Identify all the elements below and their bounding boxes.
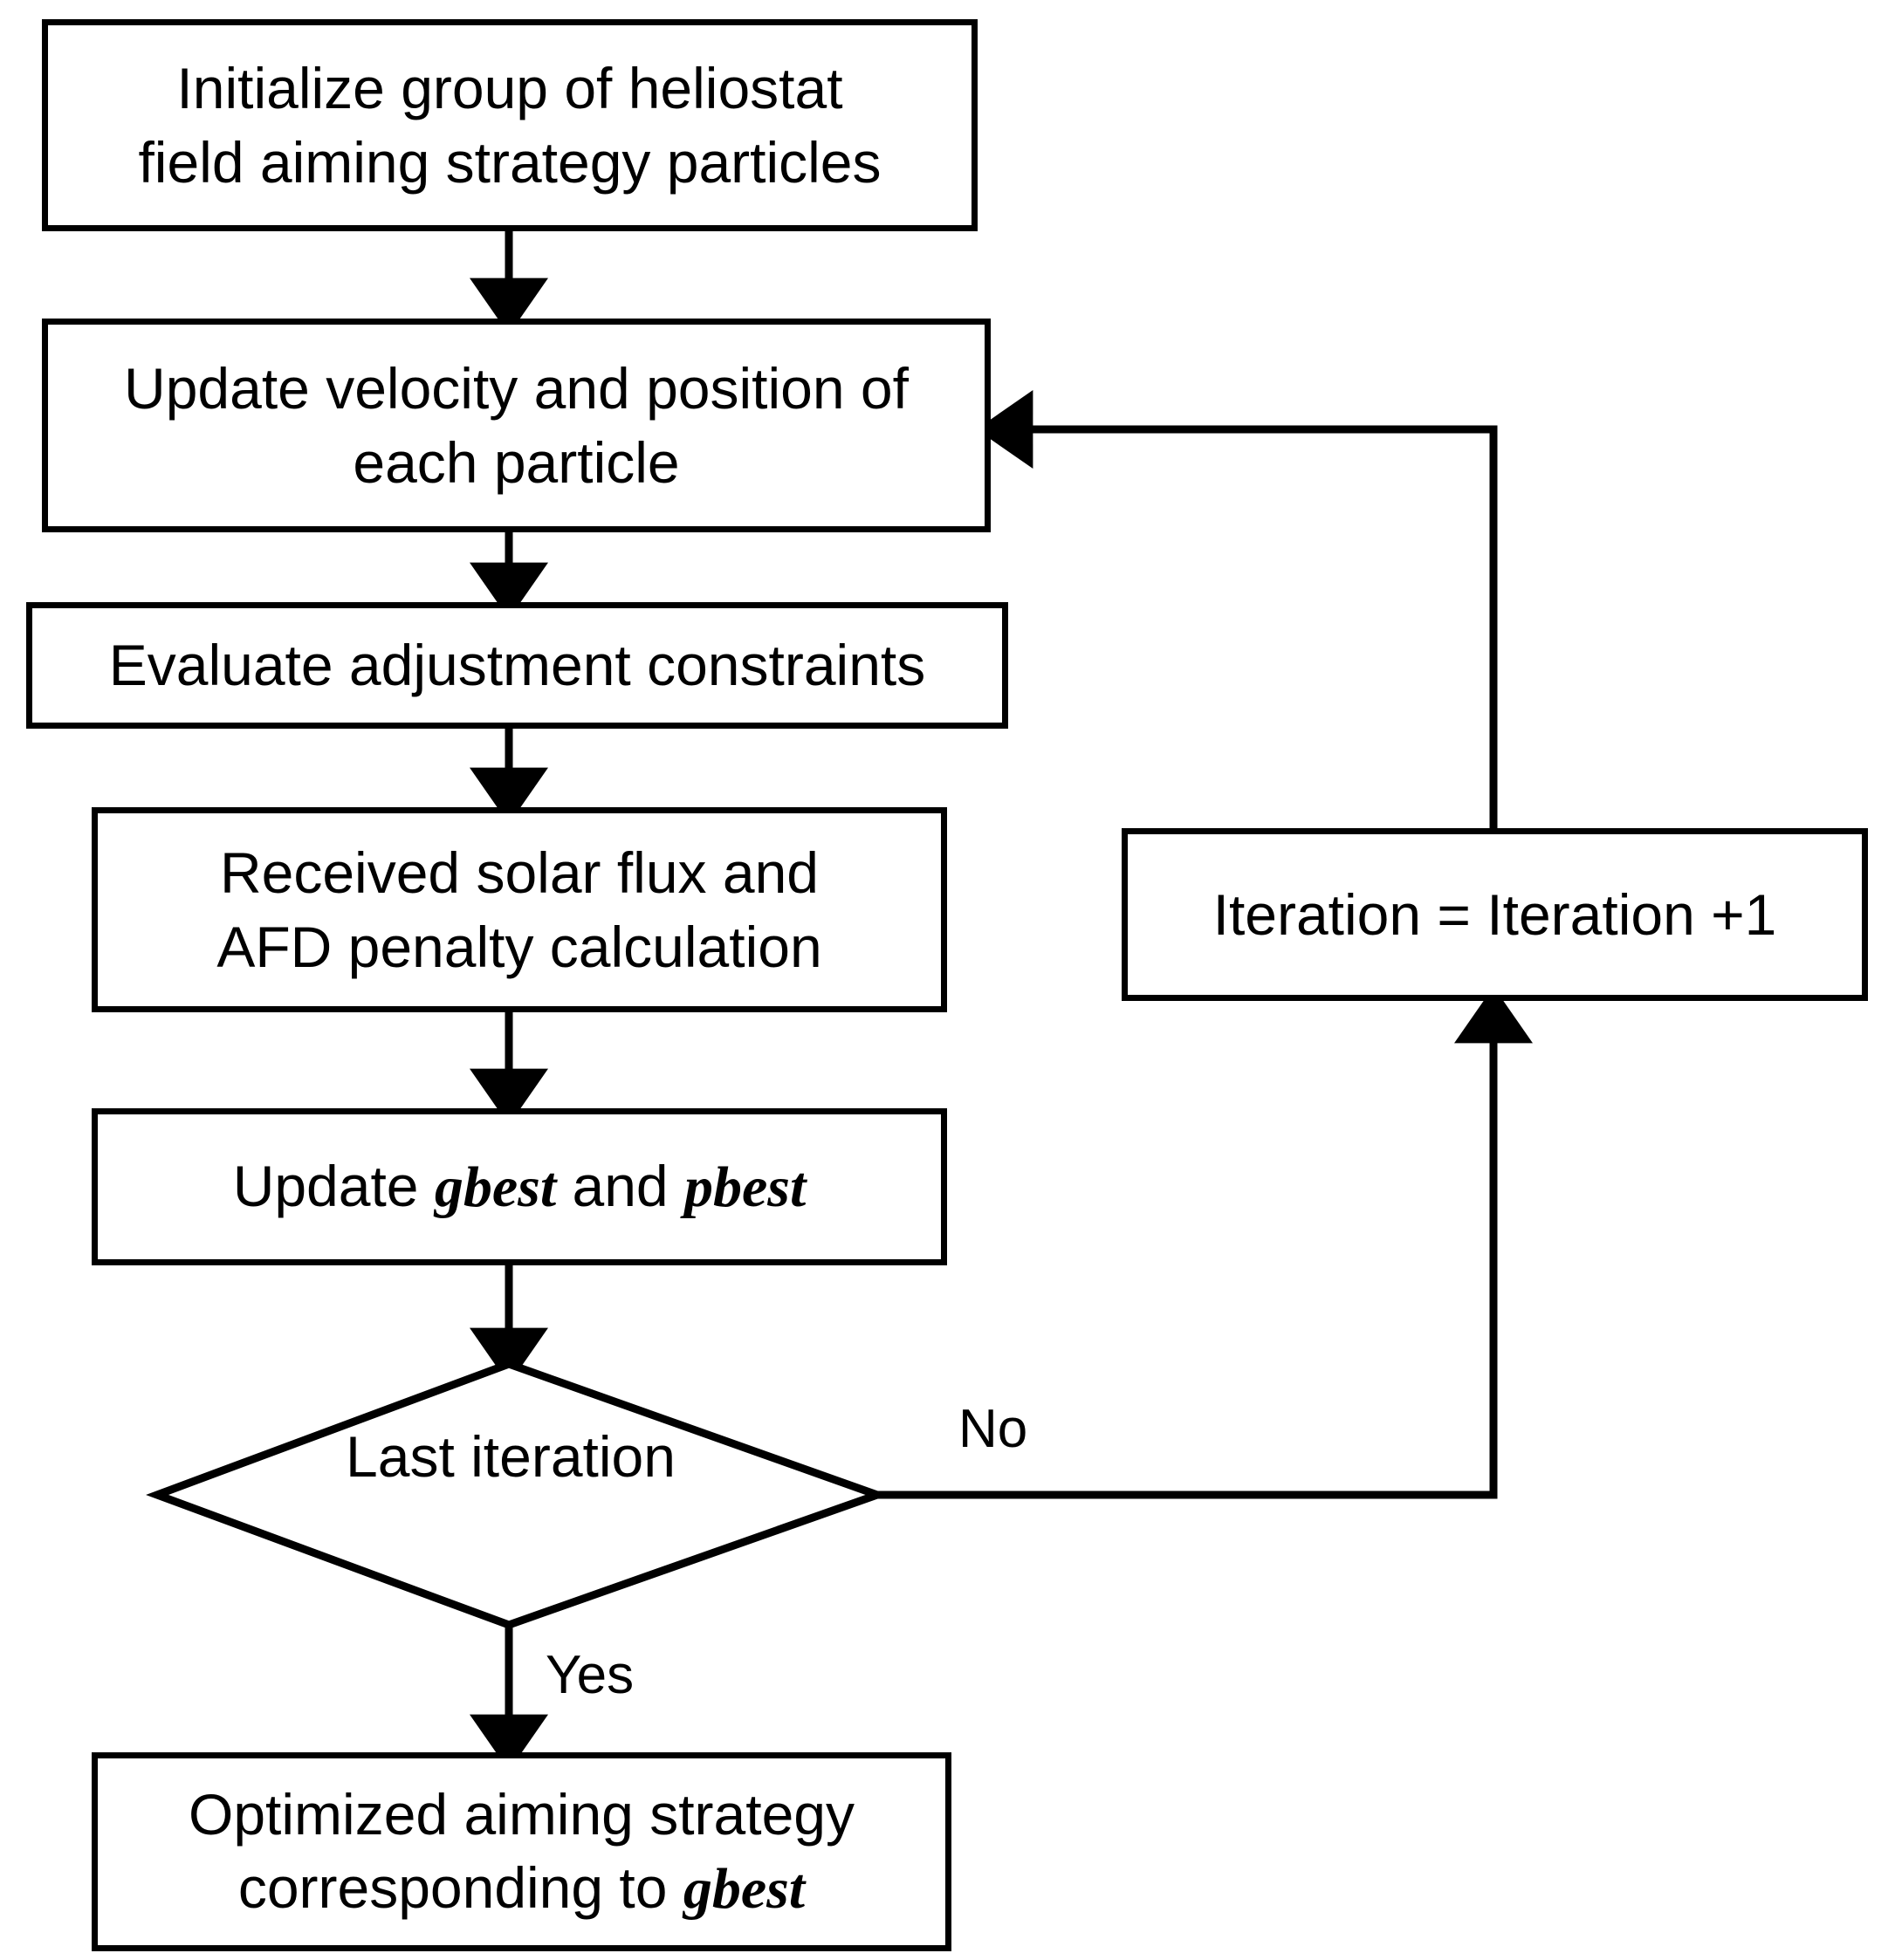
node-evaluate-constraints[interactable]: Evaluate adjustment constraints	[26, 602, 1008, 729]
node-update-velocity-line2: each particle	[353, 429, 680, 495]
node-update-best-middle: and	[556, 1153, 684, 1218]
node-decision-line1: Last	[346, 1424, 455, 1489]
node-result-gbest: gbest	[683, 1857, 806, 1921]
node-result[interactable]: Optimized aiming strategy corresponding …	[92, 1752, 951, 1951]
node-decision-line2: iteration	[470, 1424, 676, 1489]
node-update-best[interactable]: Update gbest and pbest	[92, 1108, 947, 1265]
edge-iteration-to-update-velocity	[976, 390, 1498, 828]
node-update-best-gbest: gbest	[434, 1155, 557, 1219]
node-evaluate-constraints-line1: Evaluate adjustment constraints	[108, 633, 926, 698]
node-flux-penalty[interactable]: Received solar flux and AFD penalty calc…	[92, 807, 947, 1012]
node-update-velocity[interactable]: Update velocity and position of each par…	[42, 319, 991, 532]
node-update-best-prefix: Update	[232, 1153, 435, 1218]
node-update-best-pbest: pbest	[683, 1155, 807, 1219]
node-result-prefix2: corresponding to	[237, 1855, 683, 1920]
node-iteration-increment-line1: Iteration = Iteration +1	[1212, 881, 1777, 947]
node-flux-penalty-line1: Received solar flux and	[219, 840, 820, 906]
edge-label-yes: Yes	[546, 1645, 635, 1705]
edge-label-no: No	[958, 1399, 1028, 1459]
node-initialize-line1: Initialize group of heliostat	[176, 56, 843, 121]
edge-decision-no-to-iteration	[877, 986, 1533, 1499]
node-iteration-increment[interactable]: Iteration = Iteration +1	[1122, 828, 1868, 1001]
node-initialize[interactable]: Initialize group of heliostat field aimi…	[42, 19, 978, 231]
node-result-line1: Optimized aiming strategy	[189, 1781, 855, 1847]
node-flux-penalty-line2: AFD penalty calculation	[216, 914, 822, 979]
node-decision-label: Last iteration	[314, 1419, 707, 1495]
node-update-velocity-line1: Update velocity and position of	[124, 356, 909, 421]
node-initialize-line2: field aiming strategy particles	[138, 129, 882, 195]
